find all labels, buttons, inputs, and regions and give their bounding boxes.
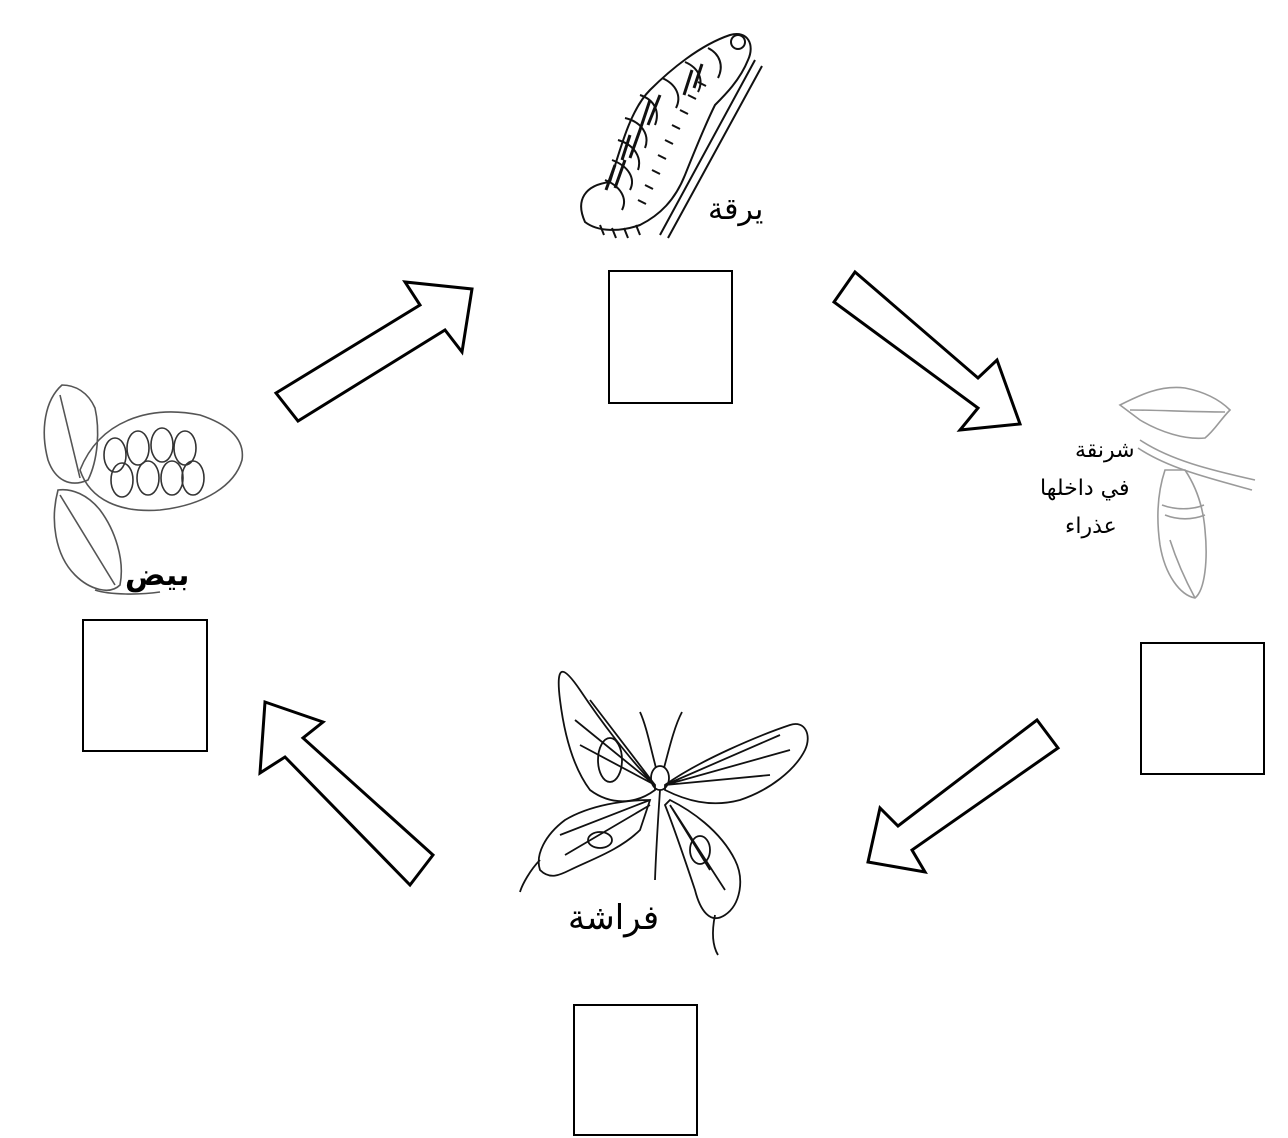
caterpillar-icon — [580, 33, 763, 239]
butterfly-answer-box[interactable] — [573, 1004, 698, 1136]
eggs-answer-box[interactable] — [82, 619, 208, 752]
eggs-label: بيض — [125, 558, 190, 593]
arrow-icon — [273, 280, 474, 423]
pupa-answer-box[interactable] — [1140, 642, 1265, 775]
chrysalis-icon — [1118, 386, 1256, 599]
butterfly-label: فراشة — [568, 898, 660, 938]
arrow-icon — [866, 717, 1061, 875]
arrow-icon — [831, 269, 1023, 432]
pupa-label-line-1: شرنقة — [1075, 438, 1135, 463]
larva-label: يرقة — [708, 192, 764, 227]
eggs-on-leaf-icon — [43, 384, 244, 595]
butterfly-icon — [519, 671, 809, 956]
pupa-label-line-2: في داخلها — [1040, 476, 1130, 501]
larva-answer-box[interactable] — [608, 270, 733, 404]
pupa-label-line-3: عذراء — [1065, 514, 1117, 539]
arrow-icon — [258, 699, 436, 888]
